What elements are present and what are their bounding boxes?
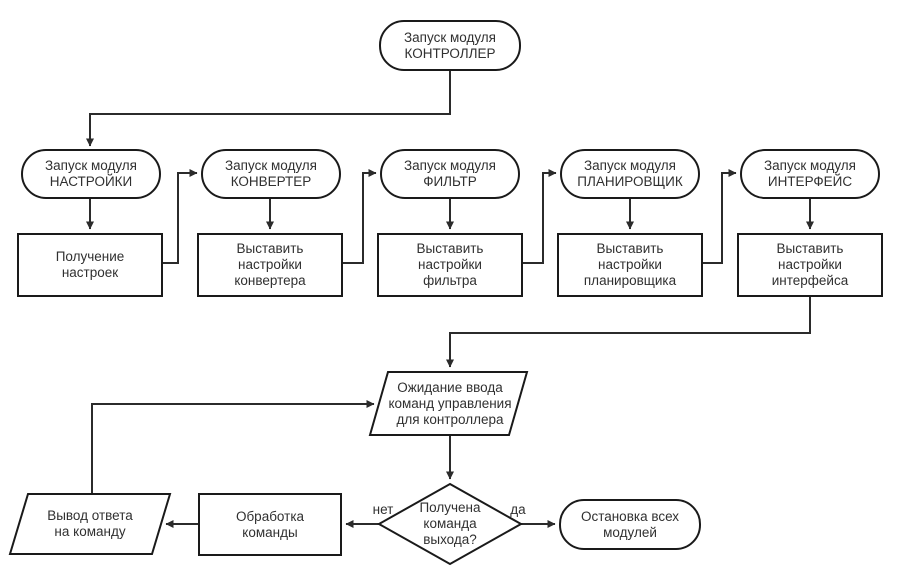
- edge-set-converter-to-filter: [342, 169, 377, 264]
- node-wait-input-shape: [368, 371, 529, 436]
- edge-set-interface-to-wait-input: [446, 296, 811, 368]
- node-set-scheduler-shape: [557, 233, 703, 297]
- node-start-settings-shape: [21, 149, 161, 199]
- node-start-converter-shape: [201, 149, 341, 199]
- node-stop-all-shape: [559, 499, 701, 550]
- node-process-command-shape: [198, 493, 342, 556]
- edge-get-settings-to-converter: [162, 169, 198, 264]
- edge-output-response-to-wait-input: [91, 400, 375, 494]
- edge-controller-to-settings: [86, 70, 451, 147]
- edge-set-scheduler-to-interface: [702, 169, 737, 264]
- node-exit-decision-shape: [376, 482, 524, 566]
- node-set-converter-shape: [197, 233, 343, 297]
- node-set-filter-shape: [377, 233, 523, 297]
- node-start-controller-shape: [379, 20, 521, 71]
- node-start-scheduler-shape: [560, 149, 700, 199]
- edge-label-yes: да: [510, 502, 526, 517]
- node-output-response-shape: [8, 493, 172, 555]
- node-set-interface-shape: [737, 233, 883, 297]
- node-start-filter-shape: [380, 149, 520, 199]
- edge-label-no: нет: [372, 502, 394, 517]
- edge-set-filter-to-scheduler: [522, 169, 557, 264]
- node-start-interface-shape: [740, 149, 880, 199]
- node-get-settings-shape: [17, 233, 163, 297]
